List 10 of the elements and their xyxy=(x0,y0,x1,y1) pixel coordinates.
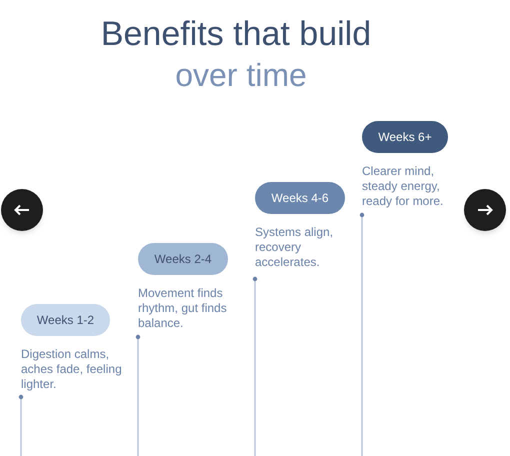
title: Benefits that build xyxy=(100,14,372,54)
stage-description: Systems align, recovery accelerates. xyxy=(255,225,334,270)
week-pill: Weeks 6+ xyxy=(362,121,448,153)
week-pill: Weeks 2-4 xyxy=(138,243,228,275)
week-pill: Weeks 1-2 xyxy=(21,304,110,336)
subtitle: over time xyxy=(174,56,308,94)
stage-description: Clearer mind, steady energy, ready for more. xyxy=(362,164,444,209)
stage-description: Digestion calms, aches fade, feeling lighter. xyxy=(21,347,123,392)
week-pill: Weeks 4-6 xyxy=(255,182,345,214)
stage-description: Movement finds rhythm, gut finds balance. xyxy=(138,286,228,331)
